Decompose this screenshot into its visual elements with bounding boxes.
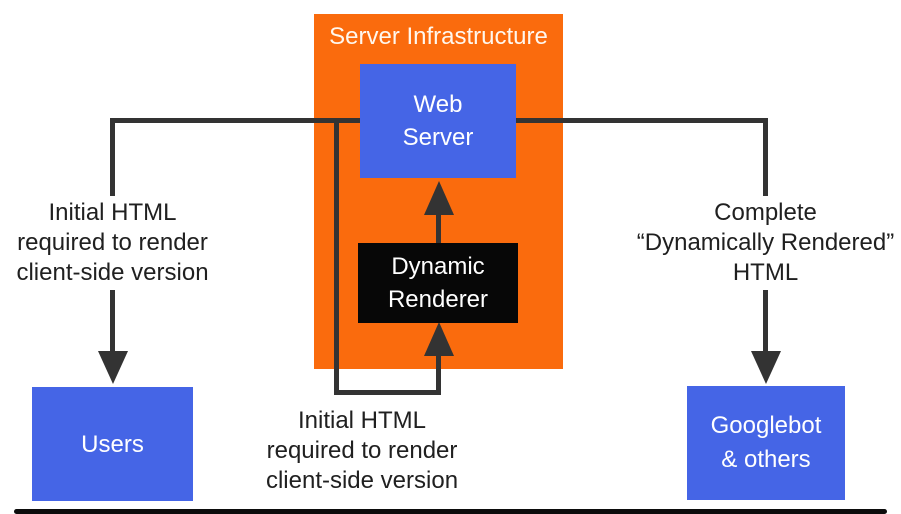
dynamic-renderer-label-line2: Renderer: [387, 286, 489, 313]
googlebot-label-line2: & others: [721, 446, 811, 473]
users-label: Users: [81, 430, 144, 458]
arrowhead-down-users-icon: [98, 351, 128, 384]
right-flow-label-line2: “Dynamically Rendered”: [636, 229, 895, 256]
left-flow-label-line2: required to render: [17, 229, 208, 256]
loop-bottom-line: [334, 390, 441, 395]
arrowhead-up-renderer-icon: [424, 322, 454, 356]
dynamic-renderer-label-line1: Dynamic: [391, 253, 485, 280]
bottom-flow-label-line3: client-side version: [265, 467, 459, 494]
web-server-label-line1: Web: [413, 91, 463, 118]
dynamic-renderer-node: Dynamic Renderer: [358, 243, 518, 323]
googlebot-label-line1: Googlebot: [710, 412, 822, 439]
googlebot-node: Googlebot & others: [687, 386, 845, 500]
web-server-label-line2: Server: [402, 124, 474, 151]
left-flow-label-line1: Initial HTML: [48, 199, 177, 226]
video-bottom-edge: [14, 509, 887, 514]
server-infrastructure-title: Server Infrastructure: [329, 23, 548, 50]
arrowhead-down-googlebot-icon: [751, 351, 781, 384]
renderer-to-webserver-line: [436, 215, 441, 244]
loop-left-line: [334, 118, 339, 395]
right-flow-label-line3: HTML: [732, 259, 799, 286]
right-flow-label-line1: Complete: [714, 199, 817, 226]
users-node: Users: [32, 387, 193, 501]
loop-right-line: [436, 356, 441, 395]
web-server-node: Web Server: [360, 64, 516, 178]
left-flow-label: Initial HTML required to render client-s…: [0, 196, 225, 290]
bottom-flow-label-line1: Initial HTML: [297, 407, 427, 434]
bottom-flow-label: Initial HTML required to render client-s…: [244, 404, 480, 498]
bottom-flow-label-line2: required to render: [266, 437, 458, 464]
left-flow-label-line3: client-side version: [16, 259, 209, 286]
arrowhead-up-webserver-icon: [424, 181, 454, 215]
right-flow-label: Complete “Dynamically Rendered” HTML: [622, 196, 901, 290]
